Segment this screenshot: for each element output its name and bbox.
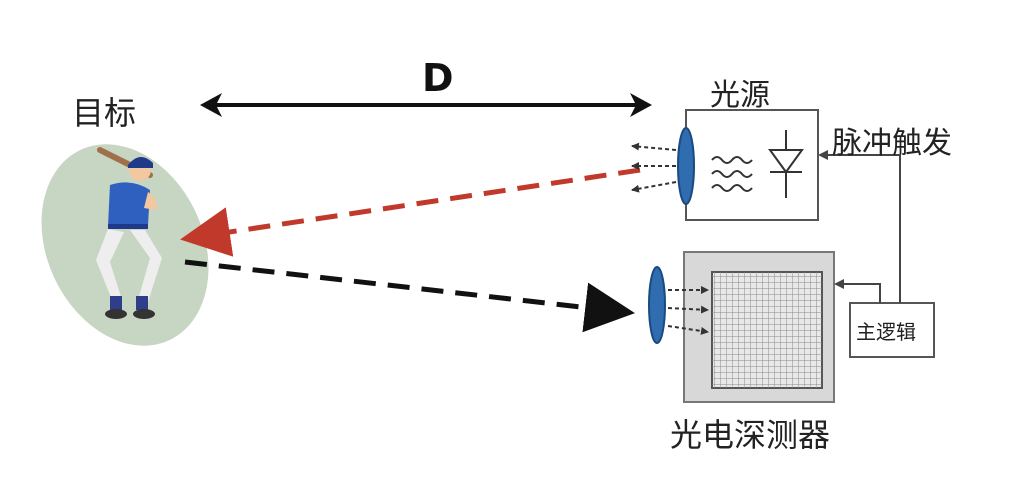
return-beam <box>184 259 635 333</box>
laser-diode-icon <box>711 130 804 198</box>
detector-label: 光电深测器 <box>670 416 831 454</box>
emitted-beam <box>180 167 641 257</box>
distance-arrow <box>200 93 652 117</box>
main-logic-label: 主逻辑 <box>856 320 916 344</box>
logic-detector-line <box>834 279 881 303</box>
target-ellipse <box>41 144 209 346</box>
light-source-label: 光源 <box>710 78 770 113</box>
lens-icon <box>677 127 695 205</box>
pulse-trigger-label: 脉冲触发 <box>832 126 952 161</box>
main-logic-box <box>849 302 935 358</box>
baseball-batter-icon <box>96 147 162 319</box>
target-label: 目标 <box>72 94 137 132</box>
pulse-trigger-line <box>818 150 901 303</box>
lens-icon <box>648 266 666 344</box>
light-source-box <box>631 109 819 221</box>
distance-label: D <box>422 56 454 100</box>
target-figure <box>41 144 209 346</box>
detector-box <box>648 251 835 403</box>
